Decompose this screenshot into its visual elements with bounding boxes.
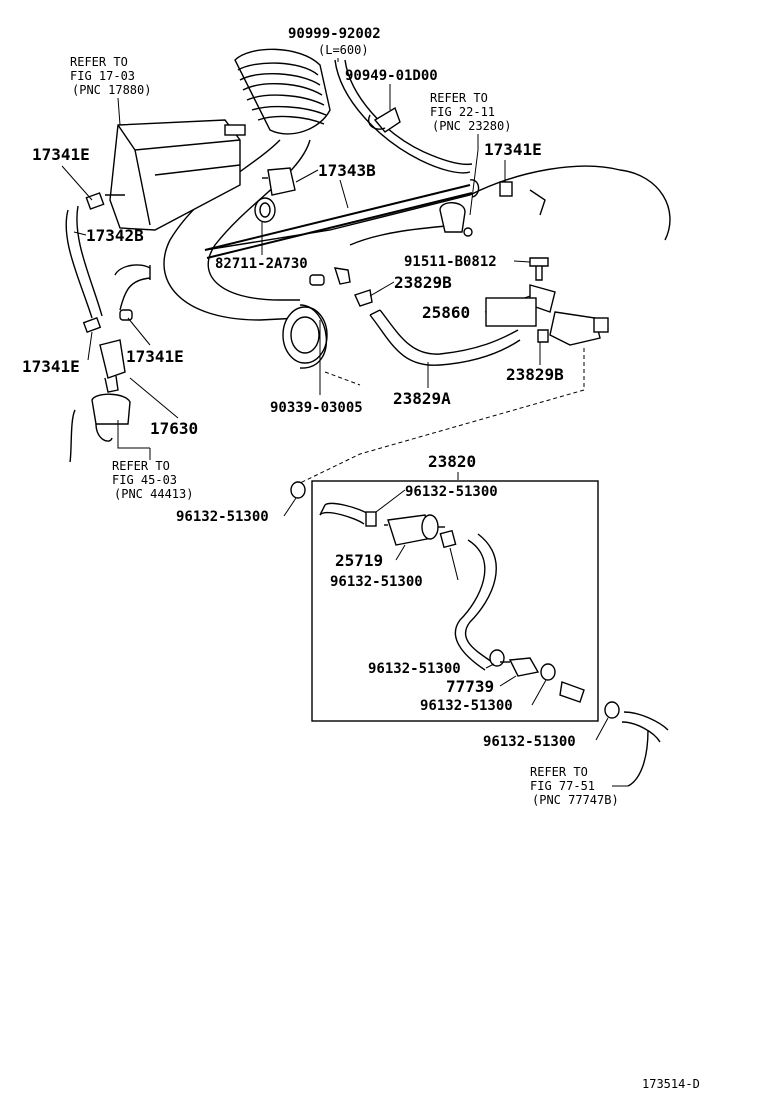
label-17341e-lower-left: 17341E xyxy=(22,357,80,376)
label-90949-01d00: 90949-01D00 xyxy=(345,68,438,84)
hose-long-icon xyxy=(454,533,497,671)
label-17630: 17630 xyxy=(150,419,198,438)
label-17341e-top-left: 17341E xyxy=(32,145,90,164)
label-96132-inside-3: 96132-51300 xyxy=(368,661,461,677)
clamp-inside-3-icon xyxy=(489,649,505,667)
hose-small-icon xyxy=(82,264,151,333)
label-17343b: 17343B xyxy=(318,161,376,180)
hose-17342b-icon xyxy=(65,192,105,319)
label-91511-b0812: 91511-B0812 xyxy=(404,254,497,270)
diagram-code: 173514-D xyxy=(642,1077,700,1091)
ref3-line-b: FIG 45-03 xyxy=(112,473,177,487)
check-valve-77739-icon xyxy=(500,657,540,677)
ref1-line-a: REFER TO xyxy=(70,55,128,69)
label-23829a: 23829A xyxy=(393,389,451,408)
clamp-outside-right-icon xyxy=(604,701,620,719)
assembly-23820-box xyxy=(311,480,599,722)
sensor-icon xyxy=(262,167,296,196)
ref2-line-a: REFER TO xyxy=(430,91,488,105)
vsv-bracket-icon xyxy=(529,284,609,346)
charcoal-canister-icon xyxy=(105,119,246,231)
label-17342b: 17342B xyxy=(86,226,144,245)
clamp-inside-4-icon xyxy=(540,663,585,703)
label-96132-outside-left: 96132-51300 xyxy=(176,509,269,525)
label-17341e-top-right: 17341E xyxy=(484,140,542,159)
label-17341e-lower-right: 17341E xyxy=(126,347,184,366)
clamp-82711-icon xyxy=(254,197,276,223)
ref4-line-a: REFER TO xyxy=(530,765,588,779)
clamp-inside-2-icon xyxy=(439,529,457,549)
fuel-filter-25719-icon xyxy=(384,514,445,546)
label-25719: 25719 xyxy=(335,551,383,570)
intake-bellows-hose-icon xyxy=(234,48,331,135)
label-96132-inside-1: 96132-51300 xyxy=(405,484,498,500)
hose-90999-icon xyxy=(334,59,473,174)
vsv-17630-icon xyxy=(69,339,131,463)
ref4-line-c: (PNC 77747B) xyxy=(532,793,619,807)
clamp-outside-left-icon xyxy=(290,481,306,499)
valve-right-icon xyxy=(439,181,513,237)
ref3-line-c: (PNC 44413) xyxy=(114,487,193,501)
ref3-line-a: REFER TO xyxy=(112,459,170,473)
bolt-91511-icon xyxy=(529,257,549,281)
ref2-line-b: FIG 22-11 xyxy=(430,105,495,119)
label-90999-92002: 90999-92002 xyxy=(288,26,381,42)
hose-short-icon xyxy=(319,502,377,527)
ref1-line-b: FIG 17-03 xyxy=(70,69,135,83)
label-25860: 25860 xyxy=(422,303,470,322)
label-96132-outside-right: 96132-51300 xyxy=(483,734,576,750)
clip-90949-icon xyxy=(368,106,401,133)
ref1-line-c: (PNC 17880) xyxy=(72,83,151,97)
label-23829b-upper: 23829B xyxy=(394,273,452,292)
label-82711-2a730: 82711-2A730 xyxy=(215,256,308,272)
hose-outside-right-icon xyxy=(621,711,669,787)
hose-23829a-icon xyxy=(369,309,521,366)
label-23829b-lower: 23829B xyxy=(506,365,564,384)
pipe-17343b-icon xyxy=(204,179,480,259)
label-90999-length: (L=600) xyxy=(318,43,369,57)
label-90339-03005: 90339-03005 xyxy=(270,400,363,416)
ref2-line-c: (PNC 23280) xyxy=(432,119,511,133)
label-96132-inside-2: 96132-51300 xyxy=(330,574,423,590)
label-23820: 23820 xyxy=(428,452,476,471)
ref4-line-b: FIG 77-51 xyxy=(530,779,595,793)
clip-23829b-icon xyxy=(309,267,373,307)
label-77739: 77739 xyxy=(446,677,494,696)
label-96132-inside-4: 96132-51300 xyxy=(420,698,513,714)
